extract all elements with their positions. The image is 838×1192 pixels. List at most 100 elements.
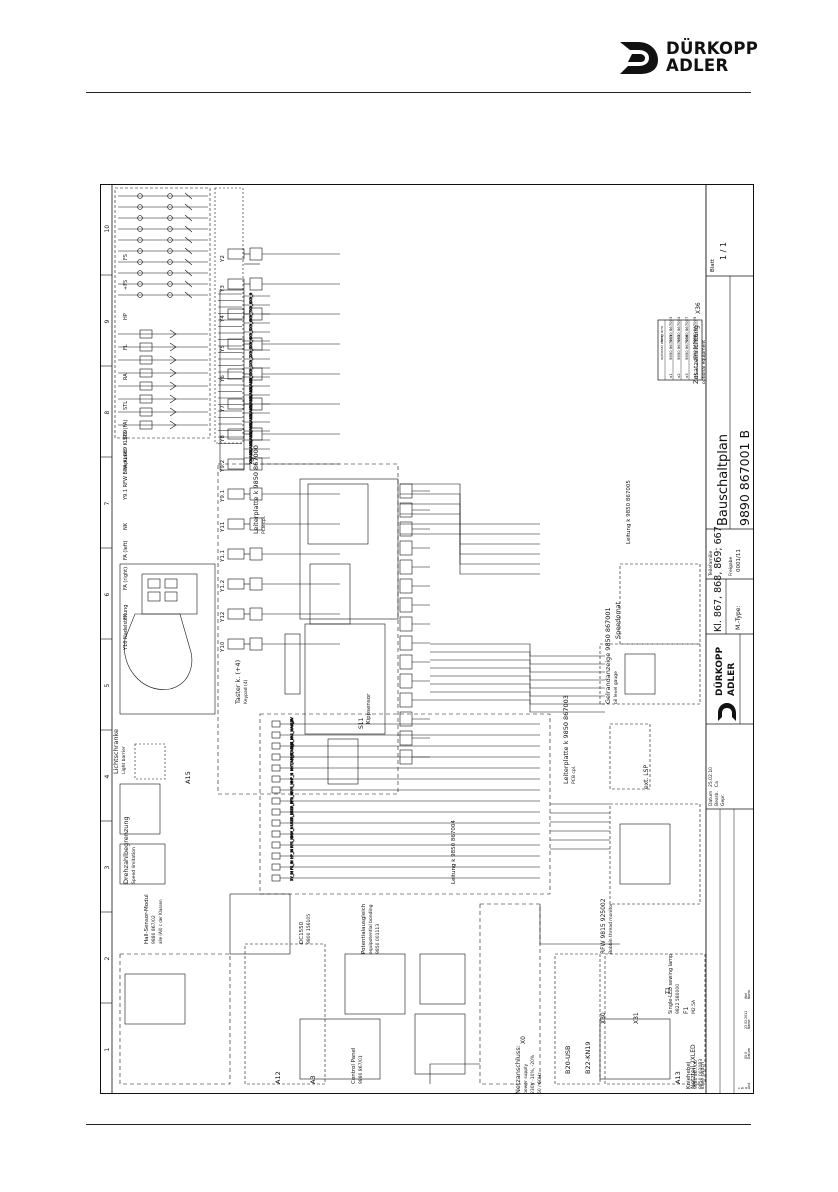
- x11-pin-label: NW_N: [290, 826, 294, 837]
- section-label-sewing-lamp-num: 9822 580000: [675, 984, 681, 1014]
- section-label-taster: Taster k. (+4): [234, 660, 242, 705]
- valve-connector-label: Y8: [220, 435, 226, 443]
- title-machine-classes: Kl. 867, 868, 869; 667: [713, 526, 724, 632]
- section-label-dc1550: DC1550: [299, 921, 305, 944]
- valve-function-label: Y10 Nadelstellung: [123, 605, 129, 651]
- revision-cell: b: [740, 1087, 744, 1089]
- section-label-hall-sensor: Hall-Sensor-Modul: [144, 894, 150, 944]
- valve-connector: [227, 307, 340, 321]
- section-label-gelrand: Gelrandanzeige 9850 867001: [604, 607, 612, 704]
- section-label-leiterplatte-lower: Leiterplatte k 9850 867003: [562, 695, 570, 784]
- valve-connector-label: Y1.1: [220, 550, 226, 563]
- section-label-control-panel-num: 9880 867/01: [358, 1055, 364, 1084]
- valve-connector: [227, 517, 340, 531]
- lower-pcb: +15VAS_MAG_NBNS_NNHT/AH_NNHT/AH_NHP_NRFS…: [259, 713, 551, 895]
- title-m-type-label: M.-Type:: [735, 605, 742, 630]
- x20-pin-label: X9/AUX: [248, 440, 253, 455]
- valve-function-label: FA (left): [123, 541, 129, 560]
- variant-cell: 9890 867002: [676, 334, 681, 360]
- section-label-drehzahl-en: Speed limitation: [131, 847, 137, 884]
- title-bearb-label: Bearb.: [714, 791, 720, 806]
- section-label-dc1550-num: 9800 156105: [306, 914, 312, 944]
- duerkopp-adler-logo-icon: [620, 42, 658, 74]
- revision-cell: 23.02.2011: [744, 1011, 748, 1029]
- title-freigabe-value: 0001/11: [736, 549, 742, 572]
- section-label-a12: A12: [274, 1071, 282, 1084]
- top-bus: X9_9X9_8X9_7X9_6X9_5X9_4X9_3X9_2X9_1X9_0…: [219, 263, 270, 471]
- x11-pin-label: RFS_N: [290, 782, 294, 793]
- valve-function-label: STL (FA): [123, 420, 129, 440]
- variant-header: long arm: [660, 325, 664, 342]
- variant-header: optional ohne: [660, 335, 664, 360]
- column-number: 9: [104, 320, 111, 324]
- brand-wordmark: DÜRKOPP ADLER: [666, 40, 758, 74]
- section-label-netzteil: Netzteil 2XLED: [690, 1044, 697, 1089]
- x11-pin-label: HP_N: [290, 773, 294, 782]
- section-label-b22: B22-KN19: [584, 1042, 592, 1074]
- title-datum-value: 25.02.10: [708, 767, 714, 787]
- title-blatt-value: 1 / 1: [719, 242, 728, 260]
- revision-cell: Datum: [747, 1048, 751, 1059]
- revision-cell: Änd.: [746, 1082, 751, 1089]
- wire-bundles: [400, 483, 620, 1084]
- brand-line-1: DÜRKOPP: [666, 39, 759, 58]
- title-gepr-label: Gepr.: [720, 794, 726, 806]
- section-label-f1: F1: [683, 1007, 690, 1014]
- valve-connector-label: Y7: [220, 405, 226, 413]
- section-label-netzanschluss: Netzanschluss:: [514, 1045, 522, 1094]
- valve-connector-label: Y11: [220, 522, 226, 533]
- section-label-s11: S11: [358, 717, 365, 729]
- section-label-lefung-mid: Leitung k 9850 867004: [451, 820, 457, 884]
- title-block: Bauschaltplan 9890 867001 B Blatt 1 / 1 …: [705, 184, 754, 1094]
- valve-connector: [227, 637, 340, 651]
- section-label-control-panel: Control Panel: [351, 1047, 357, 1084]
- column-number: 7: [104, 502, 111, 506]
- valve-connector-label: Y10: [220, 641, 226, 653]
- x11-pin-label: RFS_N: [290, 837, 294, 848]
- x11-pin-label: USER_IN: [290, 811, 294, 826]
- title-freigabe-label: Freigabe: [728, 556, 734, 576]
- section-label-t1: T1: [665, 986, 672, 995]
- valve-connector-label: Y3: [220, 285, 226, 293]
- section-label-b20: B20-USB: [564, 1046, 572, 1074]
- section-label-speedomat: Speedomat: [614, 601, 622, 639]
- title-logo-icon: [718, 703, 736, 721]
- x20-pin-label: X9/AUX: [248, 386, 253, 401]
- section-label-x31: X31: [633, 1012, 640, 1024]
- x11-pin-label: +15V: [290, 717, 294, 727]
- valve-connector: [227, 577, 340, 591]
- section-label-sewing-lamp: Single-LED sewing lamp: [668, 954, 674, 1014]
- column-number: 2: [104, 957, 111, 961]
- variant-cell: x1: [668, 373, 673, 378]
- variant-cell: 9890 867007: [684, 316, 689, 342]
- valve-connector-label: Y1.2: [220, 580, 226, 593]
- section-label-zusatz: Zusatzeinrichtung: [692, 325, 700, 384]
- main-pcb: [217, 463, 430, 795]
- valve-function-label: FS: [123, 254, 129, 260]
- valve-connector-label: Y5: [220, 345, 226, 353]
- title-drawing-number: 9890 867001 B: [737, 430, 752, 526]
- valve-connector: [227, 607, 340, 621]
- valve-function-label: STL: [123, 401, 129, 410]
- x20-pin-label: X9_7: [248, 310, 253, 320]
- section-label-potential-en: equipotential bonding: [368, 904, 374, 954]
- variant-cell: x3: [684, 373, 689, 378]
- footer-rule: [86, 1124, 751, 1125]
- section-label-netzanschluss-hz: 50 / 60Hz: [537, 1072, 543, 1094]
- column-number: 8: [104, 411, 111, 415]
- valve-connector-label: Y9.2: [220, 460, 226, 473]
- x20-pin-label: X9_4: [248, 337, 253, 347]
- valve-connector: [227, 247, 340, 261]
- section-label-gelrand-en: oil level gauge: [613, 671, 619, 704]
- section-label-kniehebel-num: 9880 867/06: [693, 1060, 699, 1089]
- column-number: 4: [104, 775, 111, 779]
- variant-cell: 9890 867009: [692, 316, 697, 342]
- section-label-x36: X36: [695, 302, 702, 314]
- title-datum-label: Datum: [708, 791, 714, 806]
- section-label-netzanschluss-en: power supply: [523, 1064, 529, 1094]
- column-number: 3: [104, 866, 111, 870]
- x11-pin-label: AS_MAG_N: [290, 719, 294, 738]
- variant-cell: x2: [676, 373, 681, 378]
